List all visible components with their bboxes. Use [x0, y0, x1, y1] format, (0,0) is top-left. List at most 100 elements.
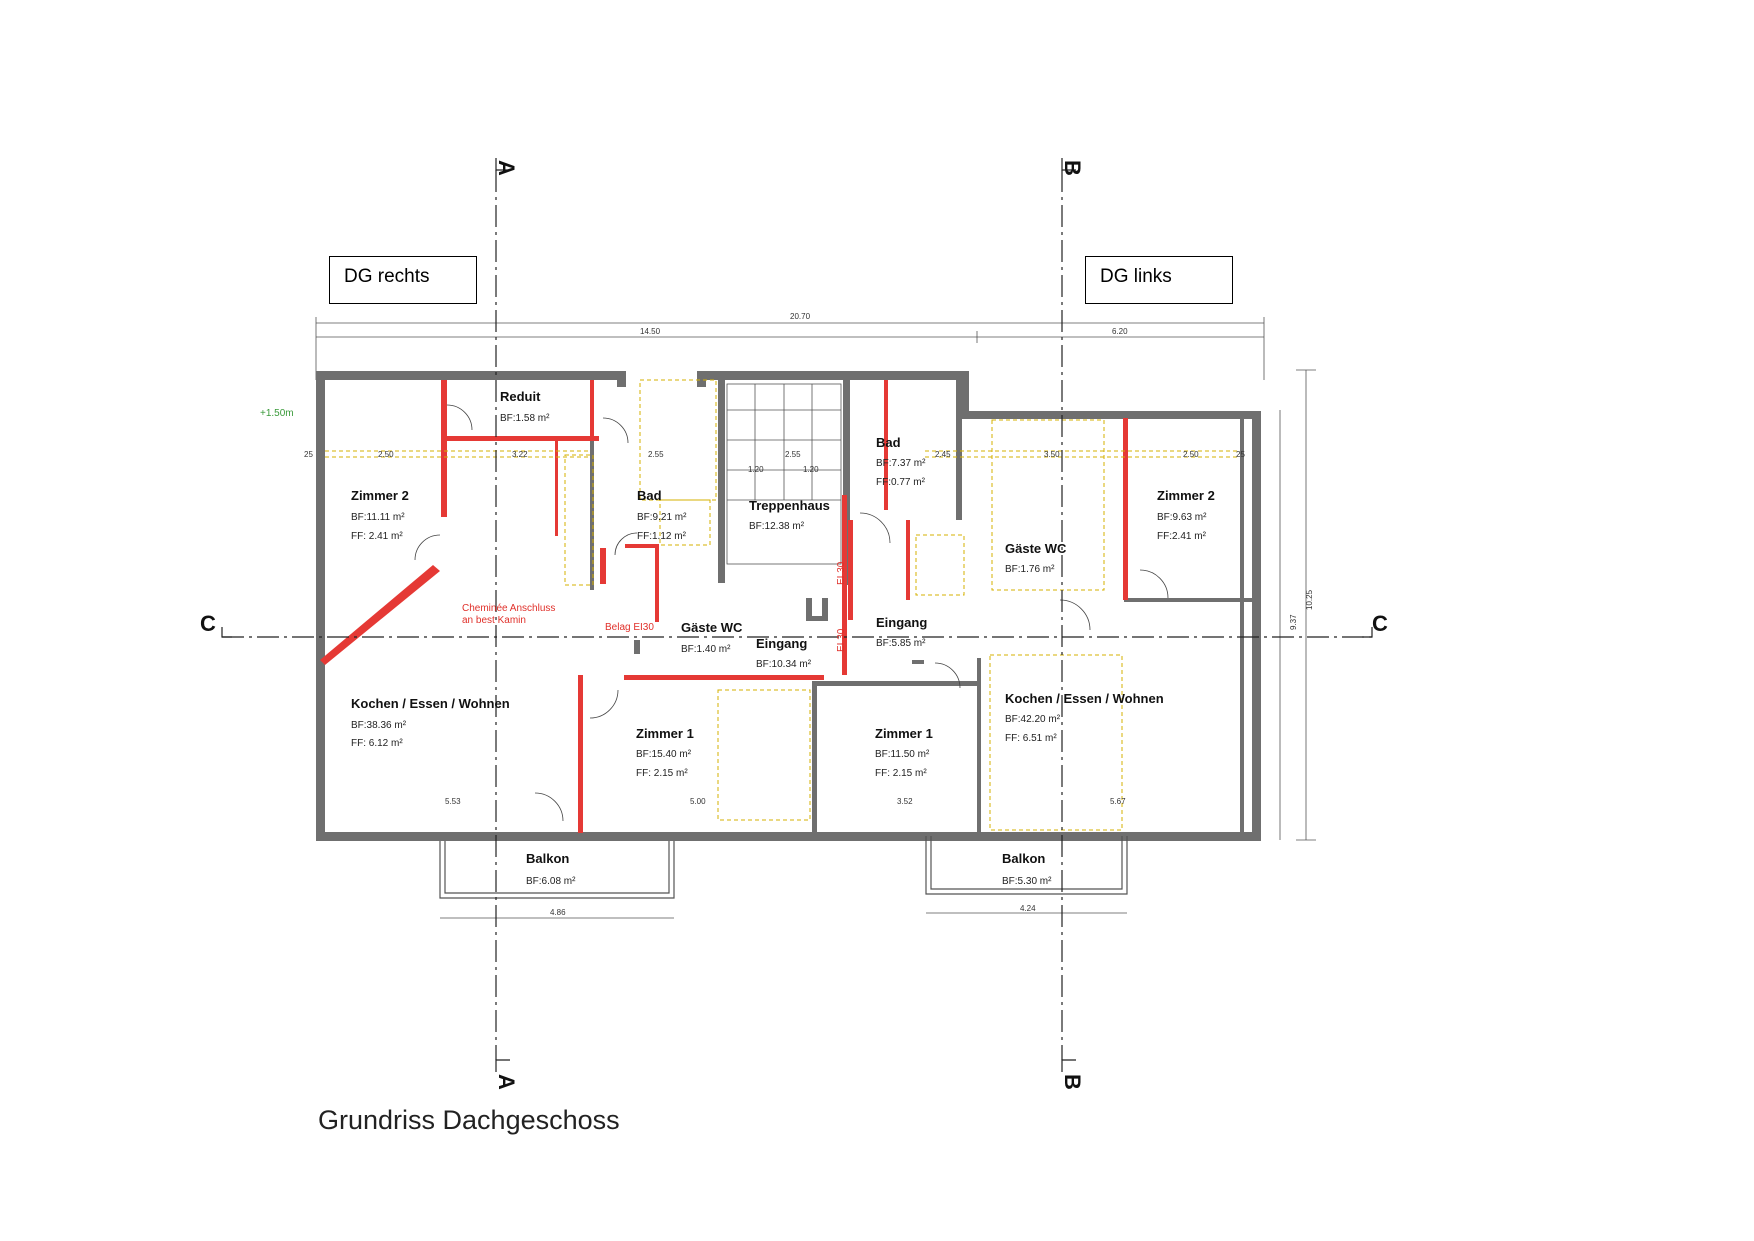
room-zimmer1-left-unit: Zimmer 1 BF:11.50 m² FF: 2.15 m² [875, 726, 933, 779]
room-balkon-right-unit: Balkon BF:6.08 m² [526, 851, 576, 887]
room-gaeste-wc-right-unit: Gäste WC BF:1.40 m² [681, 620, 743, 655]
svg-text:FF: 2.15 m²: FF: 2.15 m² [875, 768, 927, 779]
balcony-dimensions [440, 912, 1127, 919]
svg-text:25: 25 [304, 450, 313, 459]
dim-depth-right: 9.37 [1289, 614, 1298, 630]
chimney-note-line2: an best Kamin [462, 615, 526, 626]
svg-text:BF:12.38 m²: BF:12.38 m² [749, 521, 805, 532]
room-zimmer2-right-unit: Zimmer 2 BF:11.11 m² FF: 2.41 m² [351, 488, 409, 542]
svg-text:Balkon: Balkon [1002, 851, 1045, 866]
svg-text:Balkon: Balkon [526, 851, 569, 866]
room-eingang-right-unit: Eingang BF:10.34 m² [756, 636, 812, 670]
room-kochen-essen-wohnen-right-unit: Kochen / Essen / Wohnen BF:38.36 m² FF: … [351, 696, 510, 749]
svg-text:Eingang: Eingang [876, 615, 927, 630]
svg-text:FF:1.12 m²: FF:1.12 m² [637, 531, 687, 542]
balconies [439, 836, 1128, 899]
dimension-chain-top [315, 317, 1265, 380]
fire-rating-note-1: EI 30 [836, 561, 847, 585]
svg-text:5.67: 5.67 [1110, 797, 1126, 806]
svg-text:FF:2.41 m²: FF:2.41 m² [1157, 531, 1207, 542]
svg-text:BF:42.20 m²: BF:42.20 m² [1005, 714, 1061, 725]
interior-walls [590, 380, 1259, 836]
section-label-c-left: C [200, 611, 216, 636]
svg-text:BF:15.40 m²: BF:15.40 m² [636, 749, 692, 760]
room-zimmer1-right-unit: Zimmer 1 BF:15.40 m² FF: 2.15 m² [636, 726, 694, 779]
floor-finish-note: Belag EI30 [605, 622, 654, 633]
staircase [726, 383, 842, 565]
section-label-c-right: C [1372, 611, 1388, 636]
svg-text:Gäste WC: Gäste WC [681, 620, 743, 635]
room-eingang-left-unit: Eingang BF:5.85 m² [876, 615, 927, 649]
svg-text:3.50: 3.50 [1044, 450, 1060, 459]
svg-text:3.22: 3.22 [512, 450, 528, 459]
svg-text:5.00: 5.00 [690, 797, 706, 806]
fixtures [325, 379, 1240, 831]
section-label-a-top: A [494, 160, 519, 176]
section-label-b-bottom: B [1060, 1074, 1085, 1090]
dim-overall: 20.70 [790, 312, 811, 321]
svg-text:BF:11.50 m²: BF:11.50 m² [875, 749, 930, 760]
dim-balcony-right: 4.24 [1020, 904, 1036, 913]
dim-left-part: 14.50 [640, 327, 661, 336]
svg-text:3.52: 3.52 [897, 797, 913, 806]
unit-label-left: DG links [1085, 256, 1233, 304]
svg-text:Bad: Bad [876, 435, 901, 450]
room-reduit: Reduit BF:1.58 m² [500, 389, 550, 424]
svg-text:BF:38.36 m²: BF:38.36 m² [351, 720, 407, 731]
svg-text:Eingang: Eingang [756, 636, 807, 651]
room-kochen-essen-wohnen-left-unit: Kochen / Essen / Wohnen BF:42.20 m² FF: … [1005, 691, 1164, 744]
svg-text:Zimmer 2: Zimmer 2 [1157, 488, 1215, 503]
svg-text:2.55: 2.55 [785, 450, 801, 459]
svg-text:Reduit: Reduit [500, 389, 541, 404]
svg-text:Treppenhaus: Treppenhaus [749, 498, 830, 513]
svg-text:Kochen / Essen / Wohnen: Kochen / Essen / Wohnen [1005, 691, 1164, 706]
new-walls [320, 380, 1128, 833]
fire-rating-note-2: EI 30 [836, 628, 847, 652]
svg-text:5.53: 5.53 [445, 797, 461, 806]
room-balkon-left-unit: Balkon BF:5.30 m² [1002, 851, 1052, 887]
svg-text:2.45: 2.45 [935, 450, 951, 459]
svg-text:BF:6.08 m²: BF:6.08 m² [526, 876, 576, 887]
svg-text:Zimmer 1: Zimmer 1 [636, 726, 694, 741]
level-mark: +1.50m [260, 408, 294, 419]
room-bad-left-unit: Bad BF:7.37 m² FF:0.77 m² [876, 435, 926, 488]
svg-text:1.20: 1.20 [748, 465, 764, 474]
inner-dimensions: 2.50 3.22 2.55 2.55 2.45 3.50 2.50 1.20 … [304, 450, 1245, 806]
svg-text:BF:5.30 m²: BF:5.30 m² [1002, 876, 1052, 887]
svg-text:25: 25 [1236, 450, 1245, 459]
svg-text:2.55: 2.55 [648, 450, 664, 459]
svg-text:BF:7.37 m²: BF:7.37 m² [876, 458, 926, 469]
svg-text:BF:9.21 m²: BF:9.21 m² [637, 512, 687, 523]
dim-right-part: 6.20 [1112, 327, 1128, 336]
svg-text:BF:11.11 m²: BF:11.11 m² [351, 512, 405, 523]
svg-text:FF: 6.12 m²: FF: 6.12 m² [351, 738, 403, 749]
svg-text:Kochen / Essen / Wohnen: Kochen / Essen / Wohnen [351, 696, 510, 711]
section-label-b-top: B [1060, 160, 1085, 176]
room-gaeste-wc-left-unit: Gäste WC BF:1.76 m² [1005, 541, 1067, 575]
section-axis-lines [222, 170, 1372, 1060]
svg-text:Gäste WC: Gäste WC [1005, 541, 1067, 556]
section-label-a-bottom: A [494, 1074, 519, 1090]
svg-text:2.50: 2.50 [378, 450, 394, 459]
svg-text:Bad: Bad [637, 488, 662, 503]
chimney-note-line1: Cheminée Anschluss [462, 603, 555, 614]
dimension-chain-right [1279, 369, 1316, 841]
svg-text:FF:0.77 m²: FF:0.77 m² [876, 477, 926, 488]
svg-text:2.50: 2.50 [1183, 450, 1199, 459]
svg-text:BF:1.40 m²: BF:1.40 m² [681, 644, 731, 655]
svg-text:BF:1.58 m²: BF:1.58 m² [500, 413, 550, 424]
section-axis-ticks [221, 158, 1373, 1072]
svg-text:BF:5.85 m²: BF:5.85 m² [876, 638, 926, 649]
svg-text:BF:1.76 m²: BF:1.76 m² [1005, 564, 1055, 575]
dim-balcony-left: 4.86 [550, 908, 566, 917]
dim-depth-total: 10.25 [1305, 589, 1314, 610]
doors [414, 404, 1169, 822]
page-title: Grundriss Dachgeschoss [318, 1105, 620, 1135]
room-bad-right-unit: Bad BF:9.21 m² FF:1.12 m² [637, 488, 687, 542]
unit-label-right: DG rechts [329, 256, 477, 304]
svg-text:BF:10.34 m²: BF:10.34 m² [756, 659, 812, 670]
room-zimmer2-left-unit: Zimmer 2 BF:9.63 m² FF:2.41 m² [1157, 488, 1215, 542]
svg-text:FF: 6.51 m²: FF: 6.51 m² [1005, 733, 1057, 744]
svg-text:FF: 2.41 m²: FF: 2.41 m² [351, 531, 403, 542]
